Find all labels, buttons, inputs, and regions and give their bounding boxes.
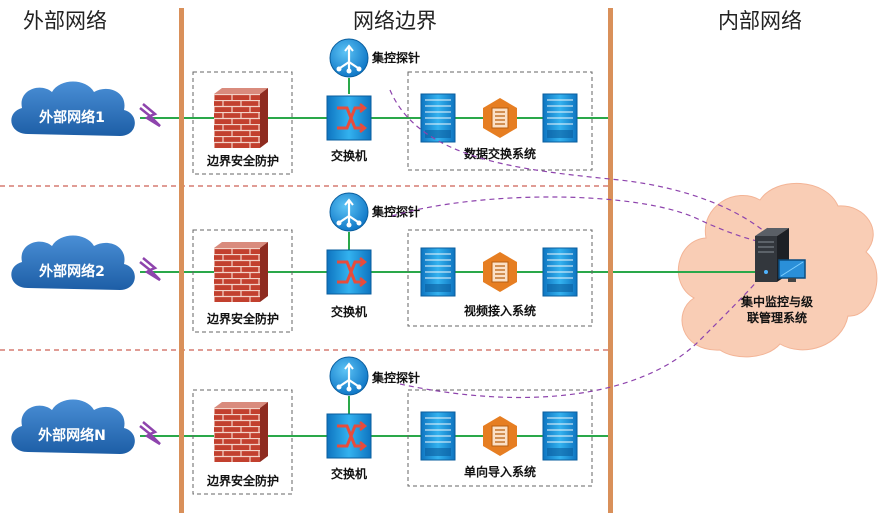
external-network-label: 外部网络1 xyxy=(39,109,105,126)
switch-icon xyxy=(325,412,373,460)
center-label-line1: 集中监控与级 xyxy=(740,294,813,309)
firewall-icon xyxy=(214,88,268,148)
server-icon xyxy=(542,93,578,143)
server-icon xyxy=(542,247,578,297)
monitor-links xyxy=(389,89,772,399)
center-label-line2: 联管理系统 xyxy=(747,310,807,325)
cloud-icon xyxy=(11,399,135,454)
probe-icon xyxy=(328,191,370,233)
firewall-icon xyxy=(214,242,268,302)
header-external: 外部网络 xyxy=(23,9,107,33)
gear-icon xyxy=(482,415,518,457)
probe-label: 集控探针 xyxy=(371,50,420,65)
gear-icon xyxy=(482,251,518,293)
switch-icon xyxy=(325,94,373,142)
firewall-icon xyxy=(214,402,268,462)
firewall-label: 边界安全防护 xyxy=(206,311,279,326)
row-1: 外部网络1 边界安全防护 交换机 集控探针 数据交换系统 xyxy=(11,37,578,168)
switch-label: 交换机 xyxy=(331,466,367,481)
probe-label: 集控探针 xyxy=(371,204,420,219)
server-icon xyxy=(542,411,578,461)
probe-icon xyxy=(328,355,370,397)
server-icon xyxy=(420,247,456,297)
system-label: 视频接入系统 xyxy=(464,303,536,318)
server-icon xyxy=(420,411,456,461)
cloud-icon xyxy=(11,81,135,136)
lightning-icon xyxy=(139,421,161,446)
lightning-icon xyxy=(139,103,161,128)
boundary-line-right xyxy=(608,8,613,513)
external-network-label: 外部网络2 xyxy=(39,263,105,280)
header-internal: 内部网络 xyxy=(718,9,802,33)
lightning-icon xyxy=(139,257,161,282)
boundary-line-left xyxy=(179,8,184,513)
switch-label: 交换机 xyxy=(331,148,367,163)
firewall-label: 边界安全防护 xyxy=(206,153,279,168)
firewall-label: 边界安全防护 xyxy=(206,473,279,488)
switch-icon xyxy=(325,248,373,296)
monitor-server-icon xyxy=(755,228,806,282)
system-label: 单向导入系统 xyxy=(464,464,536,479)
gear-icon xyxy=(482,97,518,139)
probe-icon xyxy=(328,37,370,79)
group-boxes xyxy=(192,71,593,495)
probe-label: 集控探针 xyxy=(371,370,420,385)
row-3: 外部网络N 边界安全防护 交换机 集控探针 单向导入系统 xyxy=(11,355,578,488)
system-label: 数据交换系统 xyxy=(464,146,536,161)
row-2: 外部网络2 边界安全防护 交换机 集控探针 视频接入系统 xyxy=(11,191,578,326)
cloud-icon xyxy=(11,235,135,290)
switch-label: 交换机 xyxy=(331,304,367,319)
header-boundary: 网络边界 xyxy=(353,9,437,33)
server-icon xyxy=(420,93,456,143)
external-network-label: 外部网络N xyxy=(38,427,106,444)
